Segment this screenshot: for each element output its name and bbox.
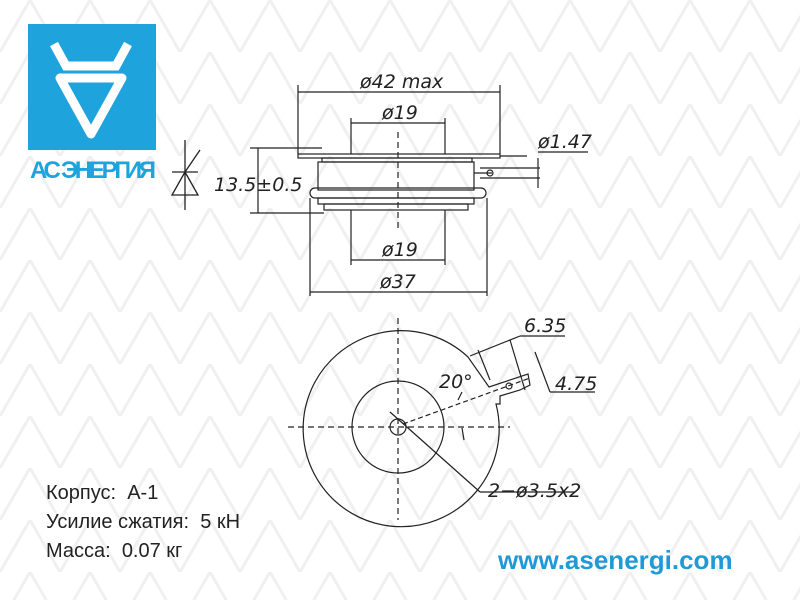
dim-width-475: 4.75 xyxy=(555,373,597,395)
dim-height: 13.5±0.5 xyxy=(214,174,302,196)
dim-diameter-42: ø42 max xyxy=(359,71,444,93)
dim-diameter-19-top: ø19 xyxy=(381,102,418,124)
dim-diameter-147: ø1.47 xyxy=(537,131,592,153)
logo-text: АС ЭНЕРГИЯ xyxy=(30,157,156,184)
dim-width-635: 6.35 xyxy=(524,315,566,337)
spec-mass: Масса: 0.07 кг xyxy=(46,540,183,562)
thyristor-symbol-icon xyxy=(170,140,201,210)
dim-diameter-37: ø37 xyxy=(379,271,416,293)
dim-diameter-19-bottom: ø19 xyxy=(381,239,418,261)
spec-clamping-force: Усилие сжатия: 5 кН xyxy=(46,511,241,533)
dim-holes: 2−ø3.5x2 xyxy=(488,480,581,502)
dim-angle-20: 20° xyxy=(439,371,473,393)
side-view xyxy=(250,85,588,296)
company-logo: АС ЭНЕРГИЯ xyxy=(28,24,156,184)
top-view xyxy=(288,318,595,528)
spec-case: Корпус: A-1 xyxy=(46,482,159,504)
website-link[interactable]: www.asenergi.com xyxy=(498,545,733,575)
